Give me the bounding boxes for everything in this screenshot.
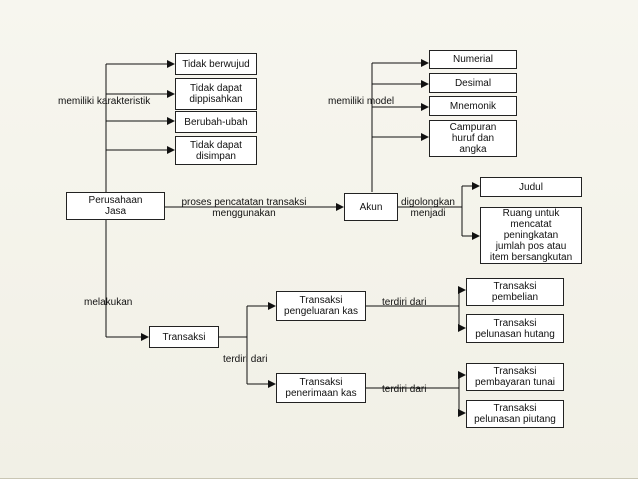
node-mnemonik: Mnemonik	[429, 96, 517, 116]
node-tidak-berwujud: Tidak berwujud	[175, 53, 257, 75]
label-terdiri-dari-penerimaan: terdiri dari	[382, 384, 427, 395]
node-ruang: Ruang untuk mencatat peningkatan jumlah …	[480, 207, 582, 264]
label-terdiri-dari-pengeluaran: terdiri dari	[382, 297, 427, 308]
node-desimal: Desimal	[429, 73, 517, 93]
node-penerimaan-kas: Transaksi penerimaan kas	[276, 373, 366, 403]
node-tidak-dipisahkan: Tidak dapat dippisahkan	[175, 78, 257, 110]
label-proses-pencatatan: proses pencatatan transaksi menggunakan	[181, 197, 307, 219]
node-pembelian: Transaksi pembelian	[466, 278, 564, 306]
label-memiliki-karakteristik: memiliki karakteristik	[58, 96, 151, 107]
node-tidak-disimpan: Tidak dapat disimpan	[175, 136, 257, 165]
label-memiliki-model: memiliki model	[328, 96, 395, 107]
node-berubah-ubah: Berubah-ubah	[175, 111, 257, 133]
node-pengeluaran-kas: Transaksi pengeluaran kas	[276, 291, 366, 321]
node-pembayaran-tunai: Transaksi pembayaran tunai	[466, 363, 564, 391]
node-akun: Akun	[344, 193, 398, 221]
node-transaksi: Transaksi	[149, 326, 219, 348]
node-perusahaan-jasa: Perusahaan Jasa	[66, 192, 165, 220]
label-melakukan: melakukan	[84, 297, 133, 308]
node-campuran: Campuran huruf dan angka	[429, 120, 517, 157]
label-digolongkan: digolongkan menjadi	[401, 197, 455, 219]
node-pelunasan-piutang: Transaksi pelunasan piutang	[466, 400, 564, 428]
node-numerial: Numerial	[429, 50, 517, 69]
label-terdiri-dari-transaksi: terdiri dari	[223, 354, 268, 365]
node-judul: Judul	[480, 177, 582, 197]
node-pelunasan-hutang: Transaksi pelunasan hutang	[466, 314, 564, 343]
